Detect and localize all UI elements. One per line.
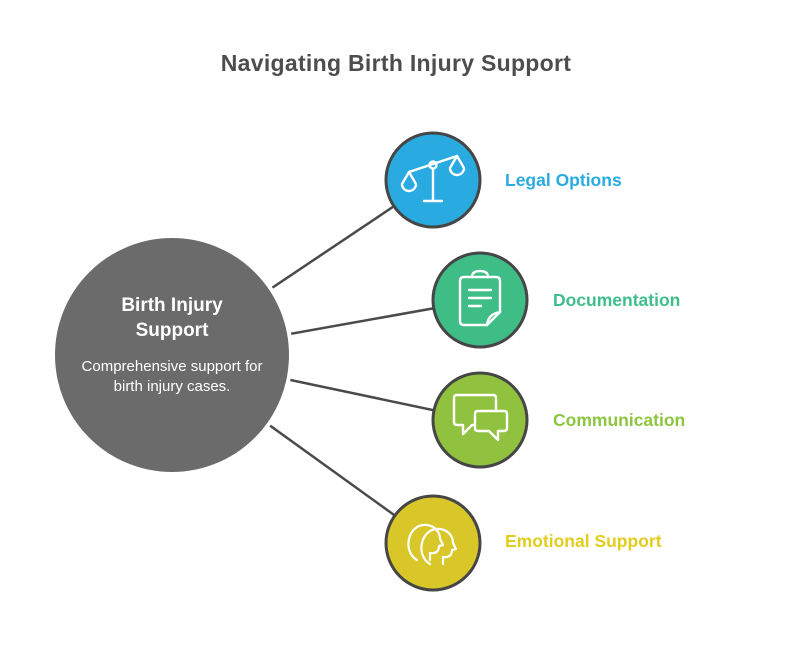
node-circle-emotional-support — [384, 494, 482, 592]
chat-bubbles-icon — [452, 393, 509, 442]
center-node-title: Birth Injury Support — [121, 295, 223, 342]
node-emotional-support — [384, 494, 482, 592]
node-label-documentation: Documentation — [553, 290, 681, 310]
clipboard-icon — [458, 269, 502, 327]
center-node-text: Birth Injury Support Comprehensive suppo… — [52, 293, 292, 397]
node-label-communication: Communication — [553, 410, 686, 430]
node-label-legal-options: Legal Options — [505, 170, 622, 190]
node-circle-documentation — [431, 251, 529, 349]
scales-icon — [400, 154, 466, 203]
heads-icon — [407, 523, 458, 566]
node-legal-options — [384, 131, 482, 229]
node-documentation — [431, 251, 529, 349]
node-communication — [431, 371, 529, 469]
center-node-description: Comprehensive support for birth injury c… — [81, 358, 263, 396]
node-label-emotional-support: Emotional Support — [505, 531, 662, 551]
center-circle — [51, 234, 293, 476]
page-title: Navigating Birth Injury Support — [220, 50, 572, 76]
